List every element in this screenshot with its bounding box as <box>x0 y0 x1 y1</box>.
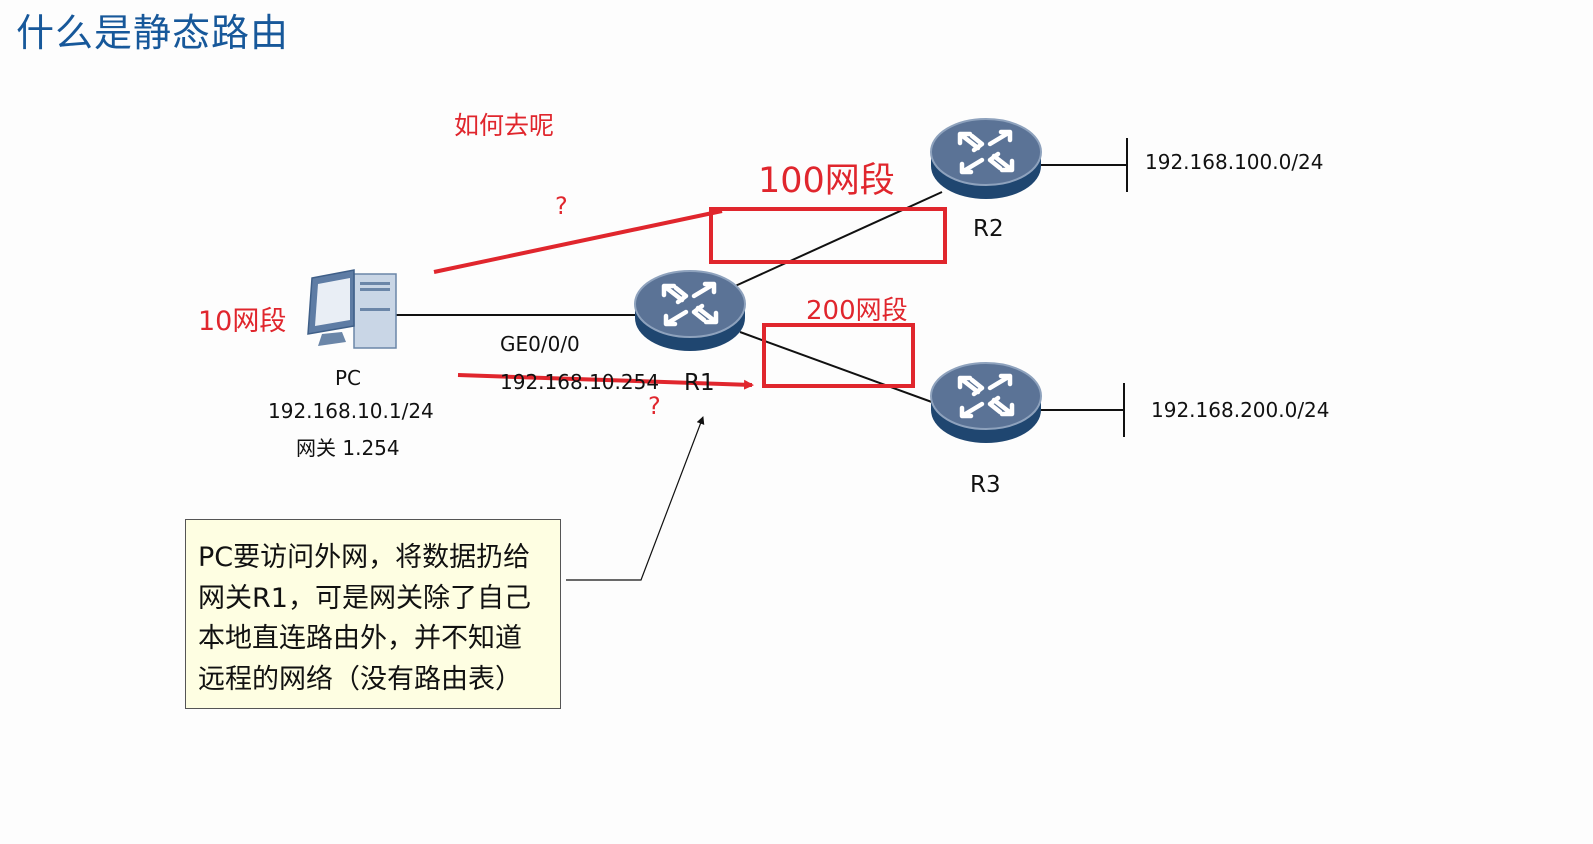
red-arrow-to-100 <box>433 209 723 274</box>
link-r1-r2 <box>732 191 943 288</box>
highlight-box-100 <box>709 207 947 264</box>
r2-network: 192.168.100.0/24 <box>1145 150 1324 174</box>
explanation-callout: PC要访问外网，将数据扔给 网关R1，可是网关除了自己 本地直连路由外，并不知道… <box>185 519 561 709</box>
red-arrow-to-200 <box>457 373 754 390</box>
callout-pointer <box>566 416 705 581</box>
r1-interface-ip: 192.168.10.254 <box>500 370 660 394</box>
callout-line: PC要访问外网，将数据扔给 <box>198 542 531 573</box>
callout-line: 本地直连路由外，并不知道 <box>198 623 522 654</box>
r3-label: R3 <box>970 472 1001 498</box>
callout-line: 网关R1，可是网关除了自己 <box>198 582 531 614</box>
router-r2-icon <box>931 119 1041 199</box>
pc-icon <box>307 269 397 349</box>
annotation-segment-200: 200网段 <box>806 296 908 326</box>
r1-label: R1 <box>684 370 715 396</box>
pc-gateway: 网关 1.254 <box>296 436 400 460</box>
router-r3-icon <box>931 363 1041 443</box>
annotation-question-bottom: ? <box>648 392 661 420</box>
router-r1-icon <box>635 271 745 351</box>
highlight-box-200 <box>762 323 915 388</box>
annotation-segment-10: 10网段 <box>198 306 287 337</box>
annotation-question-top: ? <box>555 192 568 220</box>
annotation-segment-100: 100网段 <box>758 161 895 201</box>
r3-network: 192.168.200.0/24 <box>1151 398 1330 422</box>
callout-line: 远程的网络（没有路由表） <box>198 663 522 695</box>
link-r1-r3 <box>739 331 941 406</box>
r2-label: R2 <box>973 216 1004 242</box>
pc-ip: 192.168.10.1/24 <box>268 399 434 423</box>
r1-interface: GE0/0/0 <box>500 332 580 356</box>
pc-label: PC <box>335 366 362 390</box>
page-title: 什么是静态路由 <box>16 11 290 55</box>
annotation-how-to-go: 如何去呢 <box>454 111 555 140</box>
